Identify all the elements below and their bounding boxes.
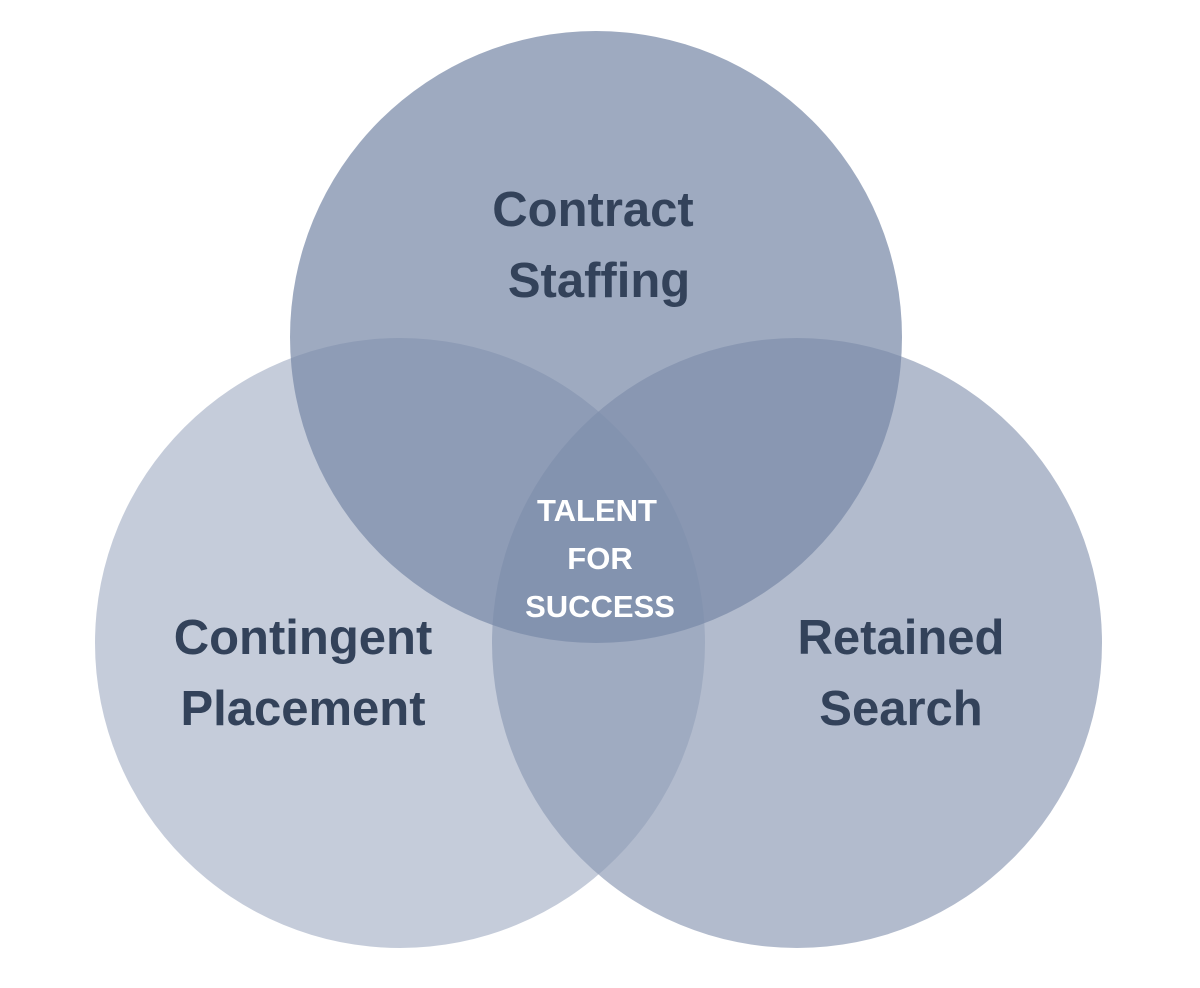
label-contingent-placement-line-2: Placement [180,682,425,736]
label-contingent-placement: Contingent Placement [174,611,433,736]
label-retained-search-line-1: Retained [798,611,1005,665]
label-contract-staffing-line-1: Contract [492,183,693,237]
label-contingent-placement-line-1: Contingent [174,611,433,665]
label-contract-staffing: Contract Staffing [492,183,693,308]
label-retained-search: Retained Search [798,611,1005,736]
label-contract-staffing-line-2: Staffing [508,254,690,308]
circle-contract-staffing [290,31,902,643]
label-center-line-1: TALENT [537,493,657,528]
label-center-line-3: SUCCESS [525,589,675,624]
label-retained-search-line-2: Search [819,682,982,736]
label-center-line-2: FOR [567,541,632,576]
label-center: TALENT FOR SUCCESS [525,493,675,624]
